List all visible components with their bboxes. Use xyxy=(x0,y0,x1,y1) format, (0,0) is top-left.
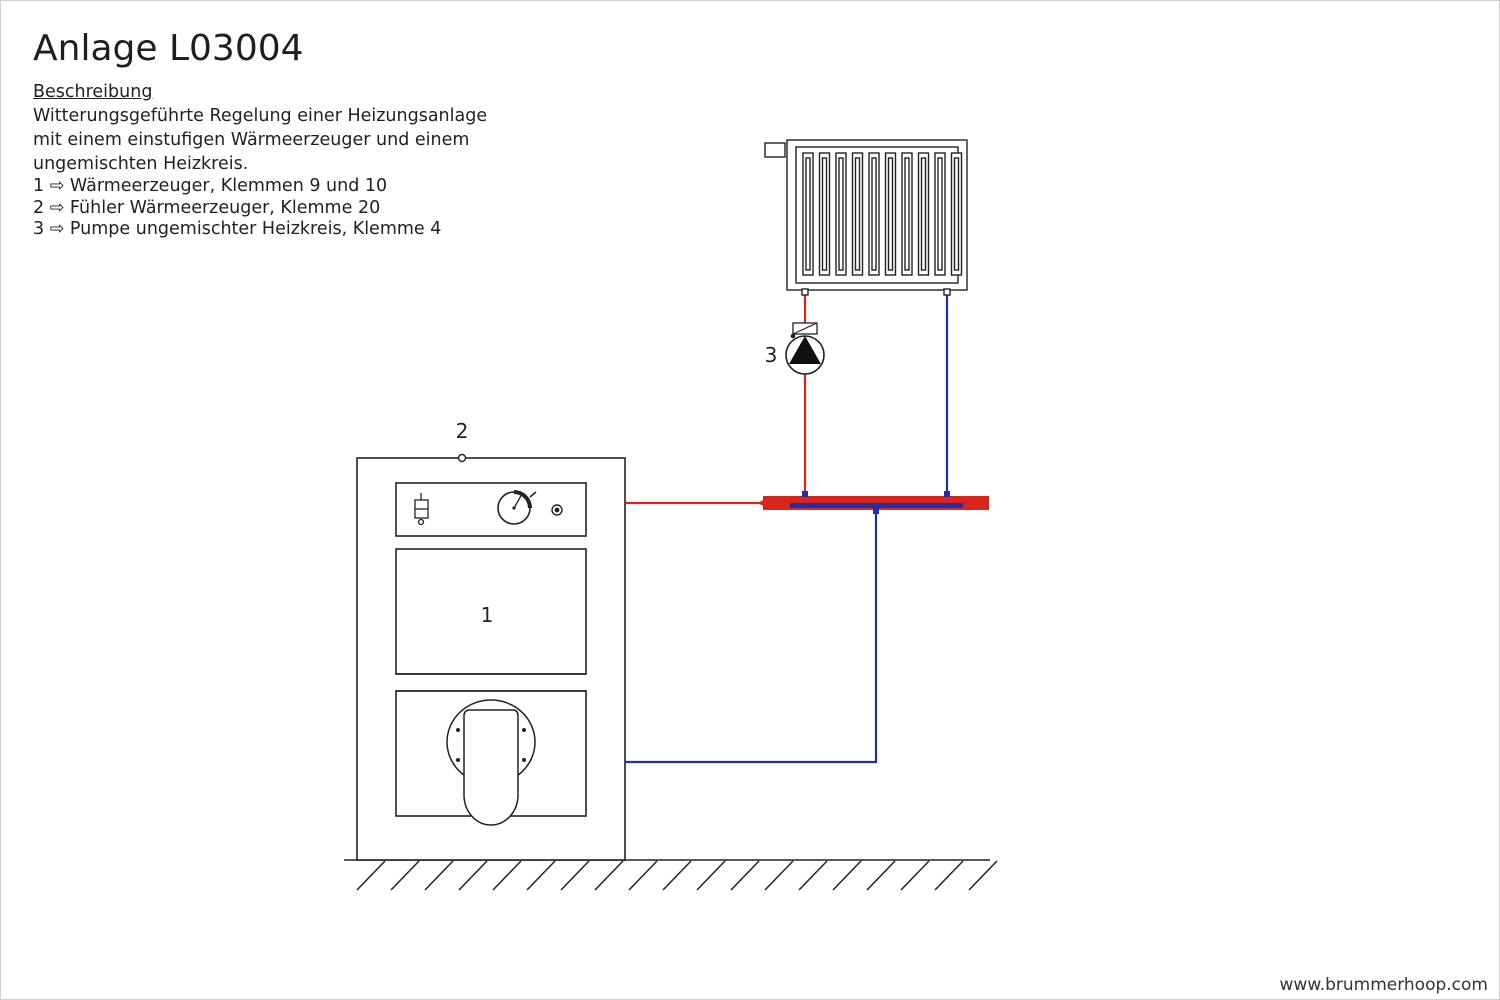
description-heading: Beschreibung xyxy=(33,82,153,102)
ground-hatch-line xyxy=(968,860,998,891)
ground-hatch-line xyxy=(900,860,930,891)
ground-hatch-line xyxy=(696,860,726,891)
ground-hatch-line xyxy=(526,860,556,891)
radiator-fin-inner xyxy=(937,157,943,271)
radiator-fin-inner xyxy=(821,157,828,271)
ground-hatch-line xyxy=(764,860,794,891)
ground-hatch-line xyxy=(492,860,522,891)
ground-hatch-line xyxy=(798,860,828,891)
legend-item-sensor: 2 ⇨ Fühler Wärmeerzeuger, Klemme 20 xyxy=(33,197,381,218)
boiler-label: 1 xyxy=(481,603,494,627)
radiator-fin-inner xyxy=(920,157,927,271)
ground-hatch-line xyxy=(594,860,624,891)
burner-icon xyxy=(446,699,536,826)
radiator xyxy=(764,139,968,296)
sensor-label: 2 xyxy=(456,419,469,443)
thermostat-dial-icon xyxy=(497,490,537,525)
distributor-manifold xyxy=(758,491,989,514)
radiator-fin-inner xyxy=(805,157,811,271)
boiler-sensor-icon xyxy=(457,453,467,463)
radiator-fin-inner xyxy=(838,157,844,271)
ground-hatch-line xyxy=(934,860,964,891)
radiator-fin-inner xyxy=(904,157,910,271)
radiator-fin-inner xyxy=(854,157,861,271)
ground-hatch-line xyxy=(356,860,386,891)
legend-item-boiler: 1 ⇨ Wärmeerzeuger, Klemmen 9 und 10 xyxy=(33,176,388,196)
description-line: ungemischten Heizkreis. xyxy=(33,154,249,174)
page-title: Anlage L03004 xyxy=(33,28,304,69)
ground-hatch-line xyxy=(730,860,760,891)
return-pipe xyxy=(625,290,949,764)
ground xyxy=(344,859,998,891)
ground-hatch-line xyxy=(628,860,658,891)
ground-hatch-line xyxy=(662,860,692,891)
ground-hatch-line xyxy=(560,860,590,891)
ground-hatch-line xyxy=(832,860,862,891)
description-line: mit einem einstufigen Wärmeerzeuger und … xyxy=(33,130,470,150)
legend-item-pump: 3 ⇨ Pumpe ungemischter Heizkreis, Klemme… xyxy=(33,219,442,239)
footer-url: www.brummerhoop.com xyxy=(1279,975,1488,995)
radiator-fin-inner xyxy=(953,157,960,271)
supply-pipe xyxy=(625,290,807,505)
description: Beschreibung Witterungsgeführte Regelung… xyxy=(33,80,487,241)
radiator-fin-inner xyxy=(871,157,877,271)
ground-hatch-line xyxy=(458,860,488,891)
controller-switch-icon xyxy=(414,493,429,526)
indicator-lamp-icon xyxy=(551,504,563,516)
radiator-fin-inner xyxy=(887,157,894,271)
ground-hatch-line xyxy=(390,860,420,891)
pump-icon xyxy=(785,322,825,375)
ground-hatch-line xyxy=(424,860,454,891)
pump-label: 3 xyxy=(765,343,778,367)
ground-hatch-line xyxy=(866,860,896,891)
radiator-valve-icon xyxy=(764,142,786,158)
description-line: Witterungsgeführte Regelung einer Heizun… xyxy=(33,106,488,126)
